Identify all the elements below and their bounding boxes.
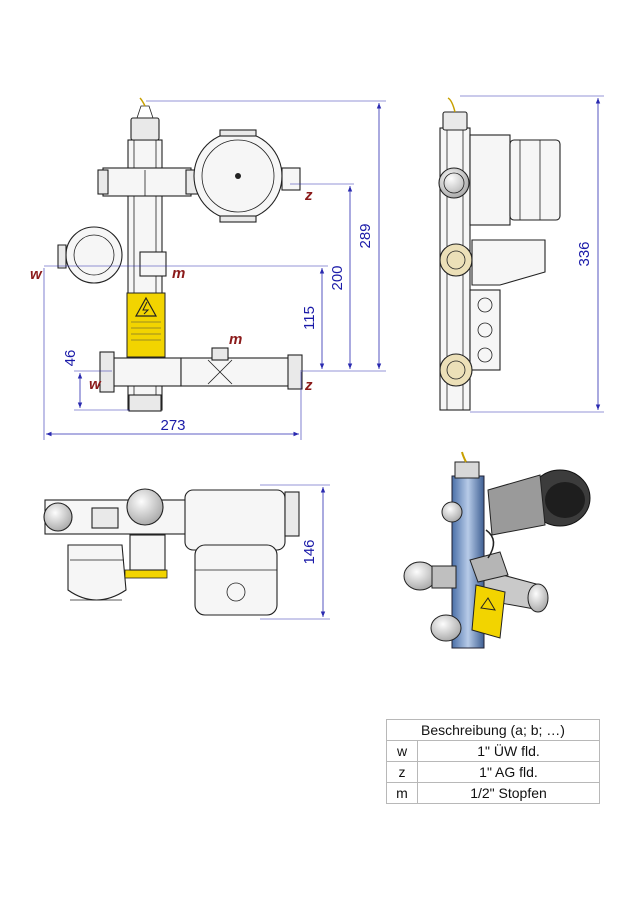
top-warning-label: [124, 569, 168, 579]
side-valve-head: [471, 239, 546, 286]
upper-outlet: [281, 167, 301, 191]
iso-warning-label: [471, 584, 506, 639]
label-m-upper: m: [172, 265, 185, 282]
side-mid-fitting: [439, 243, 473, 277]
dim-200: 200: [329, 265, 346, 290]
side-pump-motor: [509, 139, 561, 221]
connection-labels: w m z m w z: [30, 187, 313, 394]
iso-left-fitting: [403, 561, 437, 591]
legend-row: m 1/2" Stopfen: [386, 782, 600, 804]
legend-value: 1/2" Stopfen: [417, 782, 600, 804]
upper-cross-fitting: [102, 167, 192, 197]
dim-46: 46: [62, 350, 79, 367]
legend-header: Beschreibung (a; b; …): [386, 719, 600, 741]
side-gauge: [438, 167, 470, 199]
top-pump-motor: [194, 544, 278, 616]
lower-outlet: [287, 354, 303, 390]
side-lower-fitting: [439, 353, 473, 387]
top-cap: [130, 117, 160, 141]
legend-key: z: [386, 761, 418, 783]
dim-289: 289: [357, 223, 374, 248]
lower-cross-fitting: [102, 357, 182, 387]
dim-273: 273: [160, 417, 185, 434]
side-view: 336: [438, 95, 604, 413]
front-view-dimensions: 289 200 115 46 273: [43, 100, 386, 440]
lower-horizontal-pipe: [180, 357, 292, 387]
side-pump-body: [469, 134, 511, 226]
top-actuator-dome: [67, 544, 127, 601]
top-gauge: [126, 488, 164, 526]
legend-value: 1" AG fld.: [417, 761, 600, 783]
label-z-lower: z: [304, 377, 313, 394]
legend-row: w 1" ÜW fld.: [386, 740, 600, 762]
legend-row: z 1" AG fld.: [386, 761, 600, 783]
plug-m: [211, 347, 229, 361]
pump-center: [235, 173, 241, 179]
iso-pump-housing: [487, 474, 546, 536]
legend-key: m: [386, 782, 418, 804]
label-w-lower: w: [89, 376, 102, 393]
top-pump-housing: [184, 489, 286, 551]
top-view: 146: [43, 484, 330, 620]
legend-header-row: Beschreibung (a; b; …): [386, 719, 600, 741]
mid-connection: [139, 251, 167, 277]
legend-table: Beschreibung (a; b; …) w 1" ÜW fld. z 1"…: [386, 719, 600, 804]
label-m-lower: m: [229, 331, 242, 348]
dim-146: 146: [301, 539, 318, 564]
dim-336: 336: [576, 241, 593, 266]
label-w-left: w: [30, 266, 43, 283]
legend-key: w: [386, 740, 418, 762]
front-view: [57, 97, 303, 412]
warning-label: [126, 292, 166, 358]
label-z-upper: z: [304, 187, 313, 204]
dim-115: 115: [301, 306, 318, 330]
legend-value: 1" ÜW fld.: [417, 740, 600, 762]
side-mixing-block: [469, 289, 501, 371]
isometric-view: [403, 451, 591, 649]
